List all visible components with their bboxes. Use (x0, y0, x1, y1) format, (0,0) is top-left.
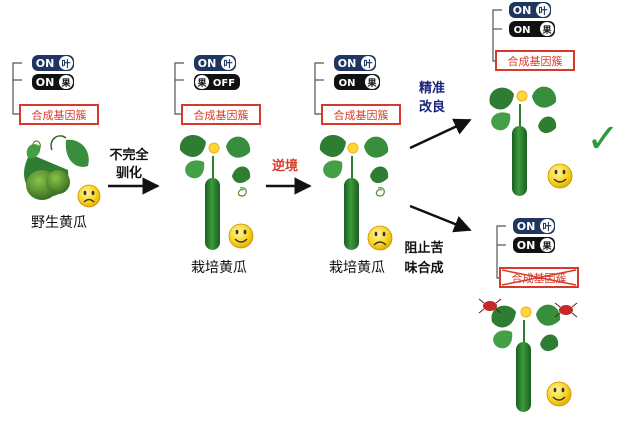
organ-label: 果 (60, 78, 71, 89)
gene-cluster-label: 合成基因簇 (334, 108, 389, 122)
switch-panel: ON 叶 果 OFF 合成基因簇 (174, 55, 261, 125)
gene-cluster-box: 合成基因簇 (19, 104, 99, 125)
happy-face-icon (228, 223, 254, 249)
pest-mite-icon (478, 298, 502, 314)
switch-state-label: ON (36, 76, 55, 89)
arrow-label: 精准 (419, 80, 445, 96)
cultivated-cucumber-module: ON 叶 果 OFF 合成基因簇 (174, 55, 261, 276)
arrow-stress: 逆境 (266, 158, 312, 195)
organ-label: 果 (541, 25, 552, 36)
bitterless-cucumber-module: ON 叶 ON 果 合成基因簇 (478, 218, 579, 412)
switch-panel: ON 叶 ON 果 合成基因簇 (492, 2, 575, 71)
switch-state-label: ON (514, 25, 531, 36)
switch-fruit-on: ON 果 (513, 237, 555, 253)
arrow-block-bitterness: 阻止苦 味合成 (404, 204, 472, 276)
switch-fruit-on: ON 果 (32, 74, 74, 90)
gene-cluster-label: 合成基因簇 (508, 54, 563, 68)
cucumber-plant-image (491, 304, 561, 412)
gene-cluster-box: 合成基因簇 (495, 50, 575, 71)
organ-label: 果 (541, 241, 552, 252)
cucumber-plant-image (179, 135, 251, 250)
organ-label: 叶 (542, 221, 551, 233)
stressed-cucumber-module: ON 叶 ON 果 合成基因簇 (314, 55, 401, 276)
arrow-label: 阻止苦 (404, 240, 443, 256)
bracket-line (174, 62, 184, 115)
arrow-precise-improvement: 精准 改良 (409, 80, 472, 150)
organ-label: 叶 (538, 5, 547, 17)
gene-cluster-box: 合成基因簇 (181, 104, 261, 125)
arrow-line (409, 204, 472, 233)
switch-state-label: ON (338, 57, 357, 70)
cucumber-plant-image (489, 86, 557, 196)
switch-panel: ON 叶 ON 果 合成基因簇 (12, 55, 99, 125)
stage-label-wild: 野生黄瓜 (31, 214, 87, 231)
switch-state-label: ON (198, 57, 217, 70)
arrow-label: 味合成 (404, 260, 443, 276)
switch-state-label: ON (517, 220, 536, 233)
happy-face-icon (547, 163, 573, 189)
organ-label: 果 (196, 78, 207, 89)
cucumber-fruit (205, 178, 220, 250)
arrow-label: 驯化 (116, 165, 142, 181)
wild-fruit (46, 170, 70, 194)
happy-face-icon (546, 381, 572, 407)
sad-face-icon (77, 184, 101, 208)
switch-leaf-on: ON 叶 (194, 55, 236, 71)
switch-state-label: ON (513, 4, 532, 17)
stage-label-cultivated: 栽培黄瓜 (191, 259, 247, 276)
bracket-line (12, 62, 22, 115)
switch-fruit-conditional: ON 果 (509, 21, 555, 37)
switch-panel: ON 叶 ON 果 合成基因簇 (314, 55, 401, 125)
switch-state-label: OFF (213, 78, 235, 89)
gene-cluster-box: 合成基因簇 (321, 104, 401, 125)
switch-leaf-on: ON 叶 (513, 218, 555, 234)
cross-out-line (501, 269, 577, 286)
cucumber-fruit (512, 126, 527, 196)
gene-cluster-label: 合成基因簇 (194, 108, 249, 122)
cucumber-fruit (344, 178, 359, 250)
sad-face-icon (367, 225, 393, 251)
cucumber-plant-image (319, 135, 389, 250)
organ-label: 叶 (223, 58, 232, 70)
stage-label-cultivated: 栽培黄瓜 (329, 259, 385, 276)
switch-state-label: ON (517, 239, 536, 252)
switch-panel: ON 叶 ON 果 合成基因簇 (496, 218, 579, 288)
wild-cucumber-module: ON 叶 ON 果 合成基因簇 (12, 55, 101, 231)
arrow-label: 不完全 (109, 147, 149, 163)
check-mark-icon: ✓ (586, 116, 620, 162)
switch-state-label: ON (339, 78, 356, 89)
gene-cluster-box-blocked: 合成基因簇 (499, 267, 579, 288)
organ-label: 叶 (61, 58, 70, 70)
organ-label: 叶 (363, 58, 372, 70)
gene-cluster-label: 合成基因簇 (32, 108, 87, 122)
switch-fruit-on: ON 果 (334, 74, 380, 90)
arrow-domestication: 不完全 驯化 (108, 147, 160, 195)
pest-mite-icon (554, 302, 578, 318)
switch-fruit-off: 果 OFF (194, 74, 240, 90)
switch-leaf-on: ON 叶 (334, 55, 376, 71)
switch-state-label: ON (36, 57, 55, 70)
bracket-line (314, 62, 324, 115)
cucumber-fruit (516, 342, 531, 412)
arrow-line (409, 118, 472, 150)
improved-cucumber-module: ON 叶 ON 果 合成基因簇 (489, 2, 620, 196)
switch-leaf-on: ON 叶 (32, 55, 74, 71)
switch-leaf-on: ON 叶 (509, 2, 551, 18)
arrow-label: 改良 (419, 99, 445, 115)
wild-cucumber-image (24, 135, 89, 200)
arrow-label: 逆境 (272, 158, 298, 174)
organ-label: 果 (366, 78, 377, 89)
